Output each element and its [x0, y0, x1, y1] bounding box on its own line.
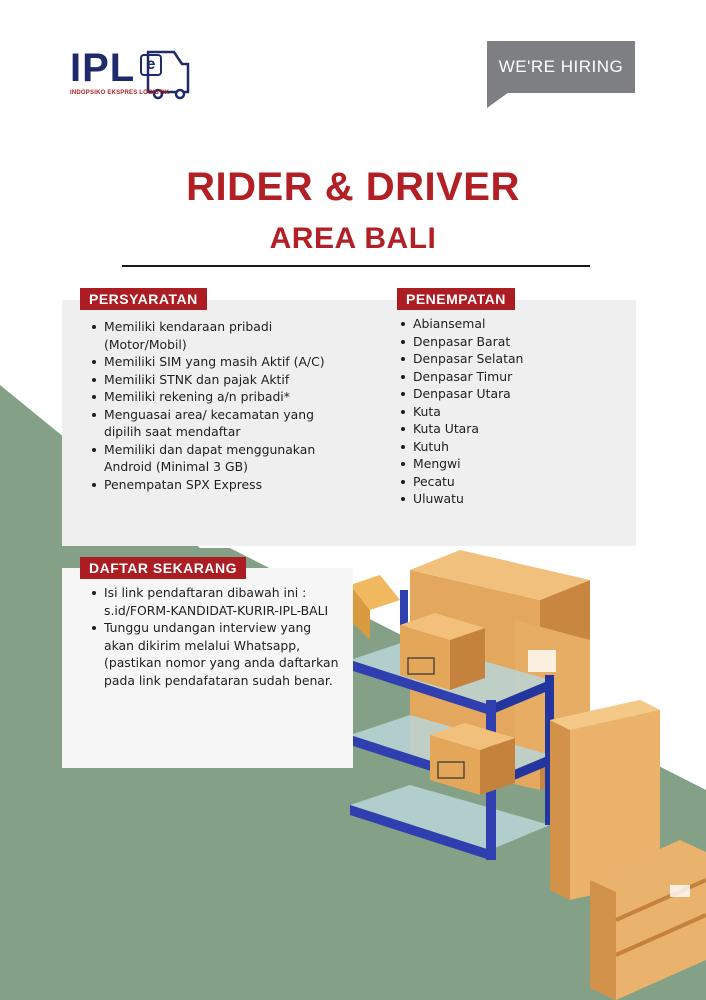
registration-list: Isi link pendaftaran dibawah ini : s.id/… [90, 584, 345, 689]
list-item: Tunggu undangan interview yang akan diki… [90, 619, 345, 689]
list-item: Mengwi [399, 455, 549, 473]
list-item: Memiliki STNK dan pajak Aktif [90, 371, 340, 389]
list-item: Denpasar Utara [399, 385, 549, 403]
page-subtitle: AREA BALI [269, 222, 437, 255]
list-item: Memiliki dan dapat menggunakan Android (… [90, 441, 340, 476]
list-item: Memiliki rekening a/n pribadi* [90, 388, 340, 406]
hiring-badge: WE'RE HIRING [487, 41, 635, 93]
list-item: Abiansemal [399, 315, 549, 333]
title-divider [122, 265, 590, 267]
list-item: Uluwatu [399, 490, 549, 508]
list-item: Pecatu [399, 473, 549, 491]
logo-subtitle: INDOPSIKO EKSPRES LOGISTIK [70, 90, 170, 96]
list-item: Kutuh [399, 438, 549, 456]
list-item: Memiliki kendaraan pribadi (Motor/Mobil) [90, 318, 340, 353]
list-item: Penempatan SPX Express [90, 476, 340, 494]
hiring-badge-label: WE'RE HIRING [498, 57, 624, 76]
delivery-truck-icon [146, 50, 190, 100]
placement-label: PENEMPATAN [397, 288, 515, 310]
list-item: Denpasar Timur [399, 368, 549, 386]
list-item: Menguasai area/ kecamatan yang dipilih s… [90, 406, 340, 441]
list-item: Denpasar Barat [399, 333, 549, 351]
requirements-panel [62, 300, 636, 546]
placement-list: Abiansemal Denpasar Barat Denpasar Selat… [399, 315, 549, 508]
list-item: Denpasar Selatan [399, 350, 549, 368]
logo-mark: e [140, 54, 162, 76]
list-item: Isi link pendaftaran dibawah ini : s.id/… [90, 584, 345, 619]
warehouse-illustration [350, 550, 706, 1000]
logo-text: IPL [70, 46, 136, 90]
list-item: Kuta [399, 403, 549, 421]
registration-panel [62, 568, 353, 768]
requirements-list: Memiliki kendaraan pribadi (Motor/Mobil)… [90, 318, 340, 493]
company-logo: IPL e INDOPSIKO EKSPRES LOGISTIK [70, 46, 195, 106]
requirements-label: PERSYARATAN [80, 288, 207, 310]
hiring-badge-tail [487, 92, 509, 108]
registration-label: DAFTAR SEKARANG [80, 557, 247, 579]
page-title: RIDER & DRIVER [186, 165, 520, 209]
wooden-crate-icon [590, 840, 706, 1000]
list-item: Kuta Utara [399, 420, 549, 438]
list-item: Memiliki SIM yang masih Aktif (A/C) [90, 353, 340, 371]
